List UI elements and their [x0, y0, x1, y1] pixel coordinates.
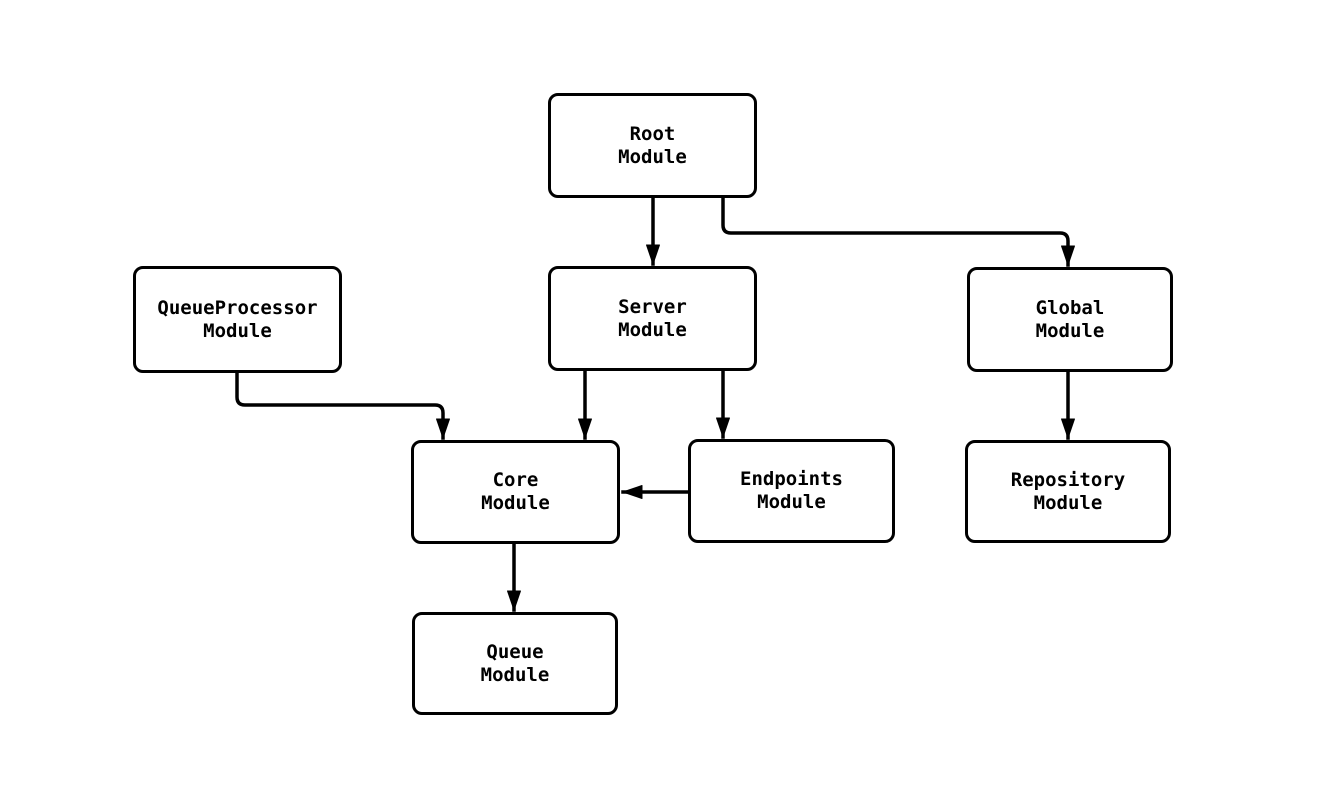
- edge-queueprocessor-to-core: [235, 371, 450, 440]
- node-server-module: Server Module: [548, 266, 757, 371]
- node-repository-module: Repository Module: [965, 440, 1171, 543]
- node-endpoints-module: Endpoints Module: [688, 439, 895, 543]
- node-queue-module: Queue Module: [412, 612, 618, 715]
- edge-root-to-global: [721, 196, 1075, 267]
- node-queueprocessor-module: QueueProcessor Module: [133, 266, 342, 373]
- node-global-module: Global Module: [967, 267, 1173, 372]
- node-root-module: Root Module: [548, 93, 757, 198]
- node-core-module: Core Module: [411, 440, 620, 544]
